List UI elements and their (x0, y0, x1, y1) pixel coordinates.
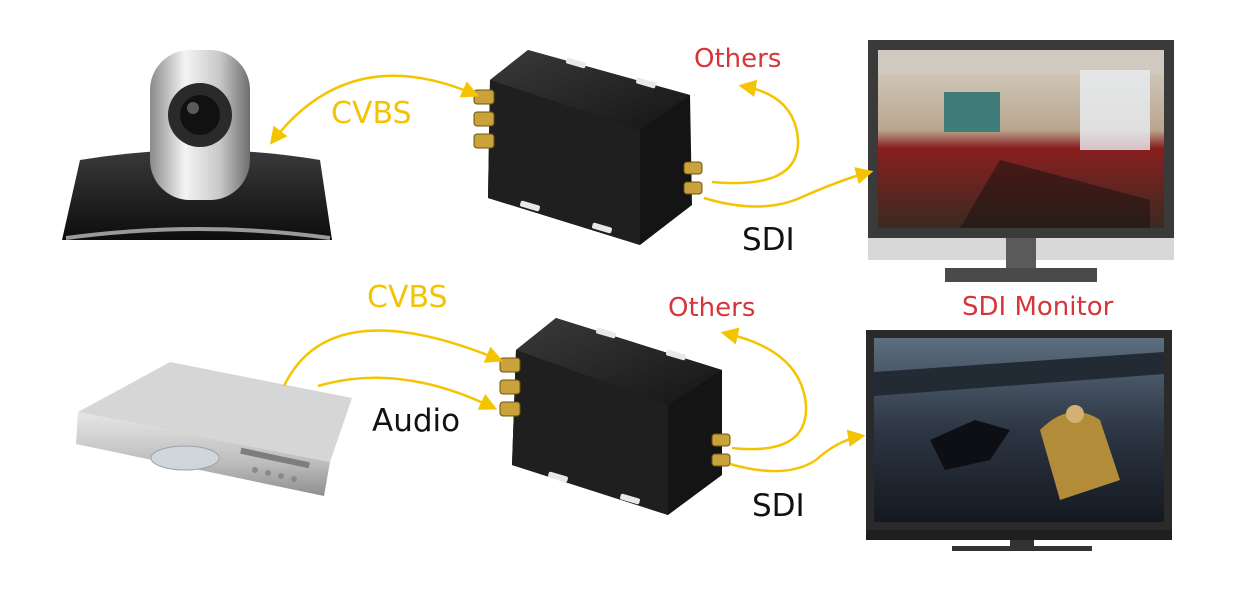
others-bottom-arrow (720, 327, 808, 451)
cvbs-top-arrow (269, 74, 480, 145)
ptz-camera-icon (62, 50, 332, 240)
others-bottom-label: Others (668, 293, 756, 323)
signal-arrows (269, 74, 874, 473)
cvbs-top-label: CVBS (331, 96, 412, 131)
sdi-bottom-label: SDI (752, 488, 805, 524)
converter-box-bottom (499, 318, 731, 515)
sdi-monitor-top-icon (868, 40, 1174, 282)
cvbs-bottom-label: CVBS (367, 280, 448, 315)
others-top-label: Others (694, 44, 782, 74)
sdi-top-arrow (703, 167, 874, 208)
sdi-monitor-bottom-icon (866, 330, 1172, 551)
audio-arrow (317, 376, 498, 410)
sdi-top-label: SDI (742, 222, 795, 258)
cvbs-bottom-arrow (282, 329, 504, 387)
dvd-player-icon (76, 362, 352, 496)
audio-label: Audio (372, 403, 461, 439)
converter-box-top (473, 50, 703, 245)
sdi-bottom-arrow (729, 429, 866, 473)
others-top-arrow (711, 79, 800, 185)
sdi-monitor-label: SDI Monitor (962, 292, 1114, 322)
